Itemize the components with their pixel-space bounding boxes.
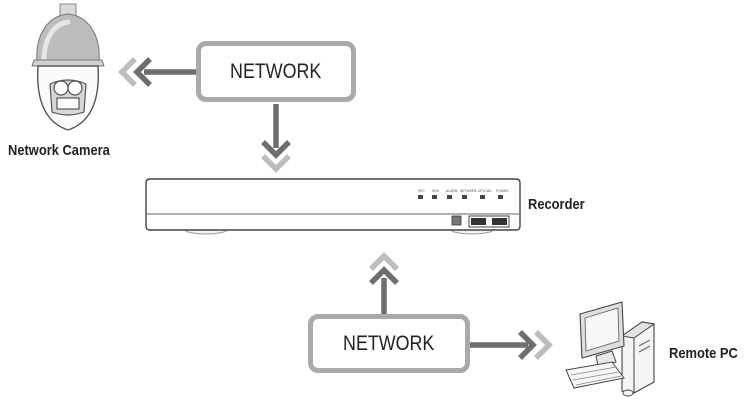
- arrow-network-to-recorder-up: [369, 252, 399, 316]
- arrow-network-to-camera: [118, 57, 196, 87]
- network-label: NETWORK: [343, 331, 435, 355]
- arrow-network-to-pc: [470, 330, 553, 360]
- indicator-label: HDD: [432, 189, 440, 193]
- recorder-label: Recorder: [528, 196, 585, 213]
- led-hdd: [432, 195, 437, 199]
- indicator-label: REC: [418, 189, 426, 193]
- remote-pc-label: Remote PC: [669, 345, 738, 362]
- led-power: [498, 195, 503, 199]
- network-node-top: NETWORK: [196, 41, 356, 102]
- desktop-pc-icon: [565, 301, 656, 397]
- recorder-button: [451, 215, 462, 226]
- indicator-label: ALARM: [446, 189, 458, 193]
- network-label: NETWORK: [230, 59, 322, 83]
- network-node-bottom: NETWORK: [308, 314, 470, 373]
- camera-label: Network Camera: [8, 142, 110, 159]
- led-upload: [480, 195, 485, 199]
- indicator-label: POWER: [496, 189, 509, 193]
- dome-camera-icon: [31, 3, 105, 131]
- led-alarm: [447, 195, 452, 199]
- recorder-icon: REC HDD ALARM NETWORK UPLOAD POWER: [145, 178, 521, 235]
- recorder-indicators: REC HDD ALARM NETWORK UPLOAD POWER: [418, 189, 509, 199]
- indicator-label: NETWORK: [460, 189, 478, 193]
- indicator-label: UPLOAD: [478, 189, 492, 193]
- led-network: [462, 195, 467, 199]
- arrow-network-to-recorder: [261, 104, 291, 173]
- led-rec: [418, 195, 423, 199]
- usb-ports: [468, 215, 510, 228]
